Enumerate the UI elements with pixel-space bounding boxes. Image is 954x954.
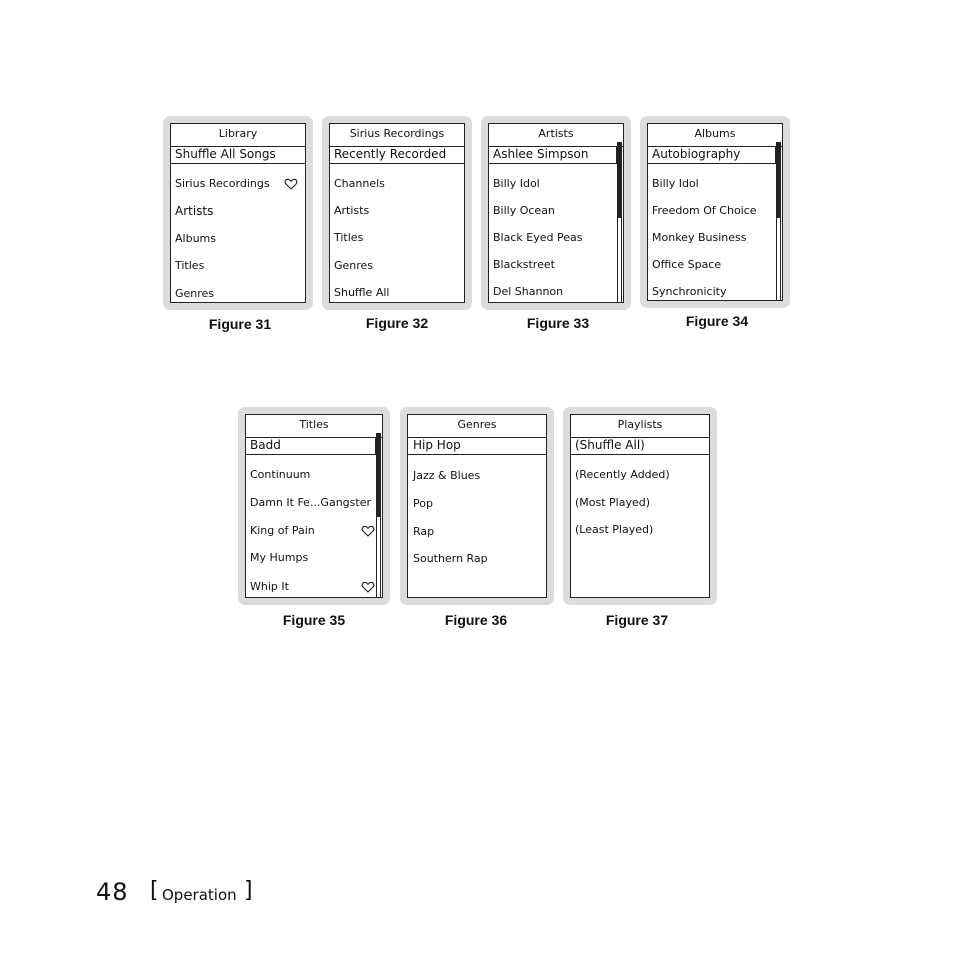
figure-caption: Figure 37 [605,612,669,628]
screen-title: Playlists [571,415,709,438]
heart-outline-icon [284,178,298,190]
heart-outline-icon [361,525,375,537]
figure-caption: Figure 33 [526,315,590,331]
list-item: King of Pain [250,524,315,537]
list-item: Office Space [652,258,722,271]
list-item: Continuum [250,468,311,481]
selected-item: Shuffle All Songs [171,146,305,164]
list-item: Genres [334,259,374,272]
list-item: Titles [175,259,205,272]
list-item: Billy Ocean [493,204,555,217]
list-item: Whip It [250,580,289,593]
list-item: Billy Idol [652,177,699,190]
device-screen: Genres Hip Hop Jazz & Blues Pop Rap Sout… [407,414,547,598]
list-item: Monkey Business [652,231,747,244]
list-item: Pop [413,497,433,510]
list-item: Shuffle All [334,286,390,299]
list-item: Jazz & Blues [413,469,481,482]
scrollbar [617,142,622,302]
selected-item: (Shuffle All) [571,437,709,455]
list-item: Blackstreet [493,258,555,271]
list-item: Rap [413,525,435,538]
figure-caption: Figure 35 [282,612,346,628]
figure-caption: Figure 32 [365,315,429,331]
figure-34-device: Albums Autobiography Billy Idol Freedom … [640,116,790,308]
list-item: Channels [334,177,385,190]
device-screen: Playlists (Shuffle All) (Recently Added)… [570,414,710,598]
figure-35-device: Titles Badd Continuum Damn It Fe...Gangs… [238,407,390,605]
selected-item: Ashlee Simpson [489,146,617,164]
figure-32-device: Sirius Recordings Recently Recorded Chan… [322,116,472,310]
figure-31-device: Library Shuffle All Songs Sirius Recordi… [163,116,313,310]
figure-36-device: Genres Hip Hop Jazz & Blues Pop Rap Sout… [400,407,554,605]
list-item: Damn It Fe...Gangster [250,496,371,509]
section-name: Operation [162,886,237,904]
scrollbar [776,142,781,300]
list-item: Del Shannon [493,285,564,298]
device-screen: Albums Autobiography Billy Idol Freedom … [647,123,783,301]
list-item: Synchronicity [652,285,727,298]
selected-item: Hip Hop [408,437,546,455]
list-item: Titles [334,231,364,244]
list-item: Artists [334,204,370,217]
list-item: Freedom Of Choice [652,204,757,217]
figure-caption: Figure 31 [208,316,272,332]
screen-title: Titles [246,415,382,438]
device-screen: Titles Badd Continuum Damn It Fe...Gangs… [245,414,383,598]
list-item: My Humps [250,551,309,564]
list-item: Artists [175,204,214,218]
page-number: 48 [96,878,129,906]
device-screen: Library Shuffle All Songs Sirius Recordi… [170,123,306,303]
selected-item: Badd [246,437,376,455]
device-screen: Artists Ashlee Simpson Billy Idol Billy … [488,123,624,303]
section-bracket-close: ] [244,878,253,903]
list-item: Sirius Recordings [175,177,270,190]
list-item: Black Eyed Peas [493,231,583,244]
list-item: Genres [175,287,215,300]
list-item: (Recently Added) [575,468,670,481]
heart-outline-icon [361,581,375,593]
selected-item: Autobiography [648,146,776,164]
list-item: (Most Played) [575,496,651,509]
scroll-thumb [618,142,621,218]
figure-37-device: Playlists (Shuffle All) (Recently Added)… [563,407,717,605]
section-bracket-open: [ [150,878,159,903]
screen-title: Library [171,124,305,147]
figure-caption: Figure 36 [444,612,508,628]
screen-title: Sirius Recordings [330,124,464,147]
scroll-thumb [377,433,380,517]
list-item: Albums [175,232,216,245]
scroll-thumb [777,142,780,218]
page-footer: 48 [ Operation ] [96,878,253,906]
list-item: Southern Rap [413,552,488,565]
list-item: (Least Played) [575,523,654,536]
list-item: Billy Idol [493,177,540,190]
screen-title: Artists [489,124,623,147]
figure-33-device: Artists Ashlee Simpson Billy Idol Billy … [481,116,631,310]
selected-item: Recently Recorded [330,146,464,164]
screen-title: Albums [648,124,782,147]
screen-title: Genres [408,415,546,438]
figure-caption: Figure 34 [685,313,749,329]
scrollbar [376,433,381,597]
device-screen: Sirius Recordings Recently Recorded Chan… [329,123,465,303]
